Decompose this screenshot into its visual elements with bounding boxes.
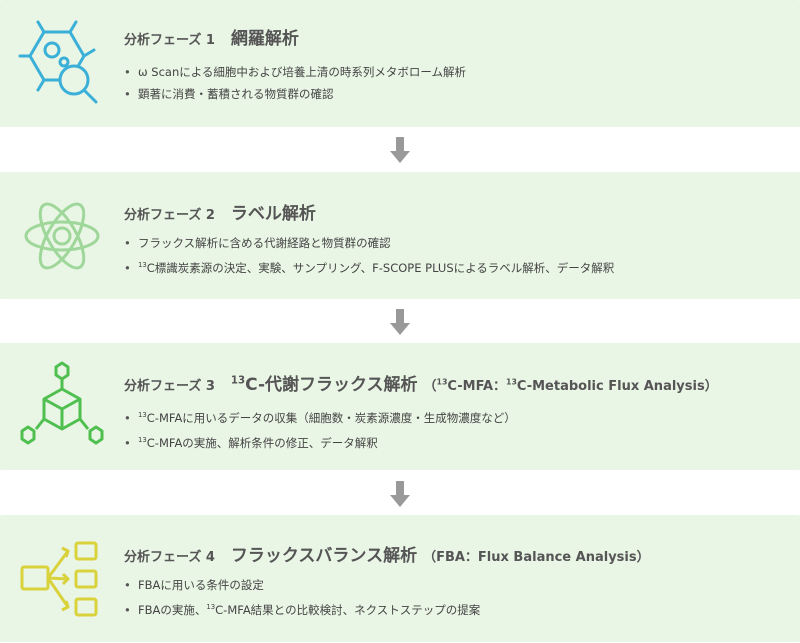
- down-arrow-icon: [390, 481, 410, 507]
- bullet-item: 13C-MFAの実施、解析条件の修正、データ解釈: [124, 429, 516, 454]
- phase-4-card: 分析フェーズ 4 フラックスバランス解析 （FBA：Flux Balance A…: [0, 515, 800, 642]
- phase-title: ラベル解析: [230, 204, 316, 224]
- phase-3-card: 分析フェーズ 3 13C-代謝フラックス解析 （13C-MFA：13C-Meta…: [0, 343, 800, 470]
- bullet-item: フラックス解析に含める代謝経路と物質群の確認: [124, 232, 614, 254]
- phase-label: 分析フェーズ 2: [124, 208, 215, 223]
- down-arrow-icon: [390, 137, 410, 163]
- phase-label: 分析フェーズ 4: [124, 550, 215, 565]
- phase-title: 網羅解析: [230, 29, 299, 49]
- atom-icon: [24, 202, 100, 270]
- bullet-list: FBAに用いる条件の設定 FBAの実施、13C-MFA結果との比較検討、ネクスト…: [124, 574, 480, 621]
- network-cube-icon: [20, 361, 104, 445]
- bullet-item: ω Scanによる細胞中および培養上清の時系列メタボローム解析: [124, 61, 466, 83]
- distribution-flow-icon: [20, 541, 98, 617]
- cell-magnifier-icon: [18, 20, 98, 104]
- bullet-item: 顕著に消費・蓄積される物質群の確認: [124, 83, 466, 105]
- phase-1-card: 分析フェーズ 1 網羅解析 ω Scanによる細胞中および培養上清の時系列メタボ…: [0, 0, 800, 127]
- bullet-list: フラックス解析に含める代謝経路と物質群の確認 13C標識炭素源の決定、実験、サン…: [124, 232, 614, 279]
- phase-label: 分析フェーズ 1: [124, 33, 215, 48]
- phase-title: 13C-代謝フラックス解析: [230, 375, 418, 395]
- bullet-item: 13C-MFAに用いるデータの収集（細胞数・炭素源濃度・生成物濃度など）: [124, 404, 516, 429]
- down-arrow-icon: [390, 309, 410, 335]
- phase-subtitle: （FBA：Flux Balance Analysis）: [423, 550, 650, 565]
- bullet-item: 13C標識炭素源の決定、実験、サンプリング、F-SCOPE PLUSによるラベル…: [124, 254, 614, 279]
- bullet-list: ω Scanによる細胞中および培養上清の時系列メタボローム解析 顕著に消費・蓄積…: [124, 61, 466, 105]
- phase-subtitle: （13C-MFA：13C-Metabolic Flux Analysis）: [423, 377, 718, 394]
- bullet-item: FBAの実施、13C-MFA結果との比較検討、ネクストステップの提案: [124, 596, 480, 621]
- bullet-list: 13C-MFAに用いるデータの収集（細胞数・炭素源濃度・生成物濃度など） 13C…: [124, 404, 516, 454]
- phase-title: フラックスバランス解析: [230, 546, 418, 566]
- phase-label: 分析フェーズ 3: [124, 379, 215, 394]
- phase-2-card: 分析フェーズ 2 ラベル解析 フラックス解析に含める代謝経路と物質群の確認 13…: [0, 172, 800, 299]
- bullet-item: FBAに用いる条件の設定: [124, 574, 480, 596]
